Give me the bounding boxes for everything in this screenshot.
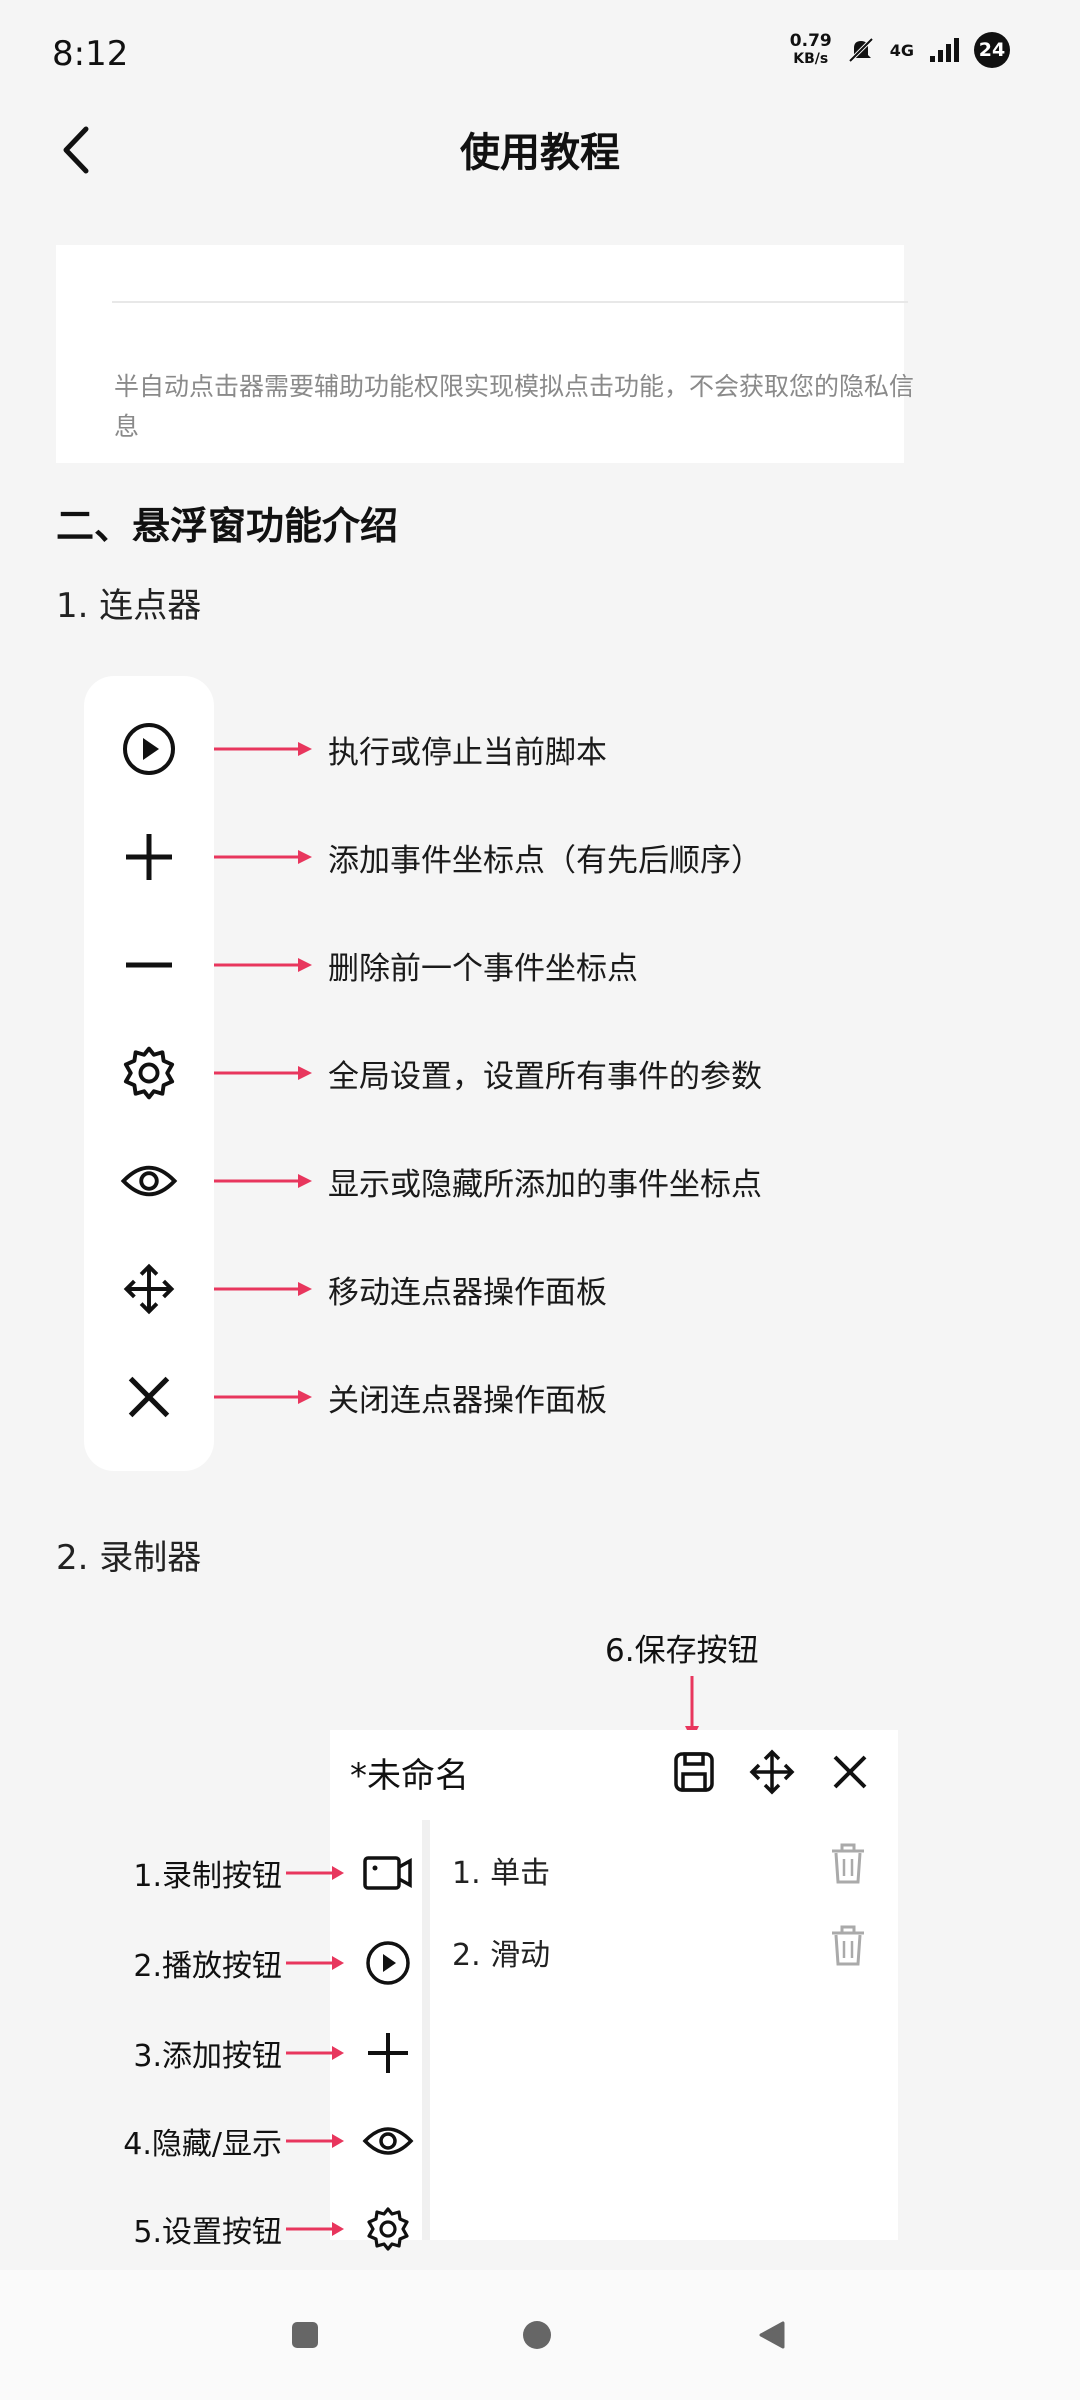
clicker-row: 移动连点器操作面板 bbox=[84, 1244, 984, 1334]
close-button[interactable] bbox=[84, 1352, 214, 1442]
move-button[interactable] bbox=[84, 1244, 214, 1334]
video-camera-icon bbox=[363, 1856, 412, 1890]
clicker-row: 执行或停止当前脚本 bbox=[84, 704, 984, 794]
play-button-row: 2.播放按钮 bbox=[0, 1928, 440, 1998]
signal-icon bbox=[930, 38, 959, 62]
clicker-row-label: 全局设置，设置所有事件的参数 bbox=[328, 1058, 762, 1095]
save-button[interactable] bbox=[664, 1742, 724, 1802]
triangle-left-icon bbox=[759, 2321, 785, 2349]
back-button[interactable] bbox=[40, 110, 110, 190]
play-button-label: 2.播放按钮 bbox=[133, 1949, 282, 1984]
move-icon bbox=[123, 1263, 175, 1315]
add-button-label: 3.添加按钮 bbox=[133, 2039, 282, 2074]
gear-icon bbox=[367, 2207, 409, 2251]
record-button[interactable] bbox=[358, 1843, 418, 1903]
back-nav-button[interactable] bbox=[752, 2315, 792, 2355]
clicker-row: 添加事件坐标点（有先后顺序） bbox=[84, 812, 984, 902]
plus-icon bbox=[368, 2033, 408, 2073]
arrow-right-icon bbox=[286, 2222, 344, 2236]
close-button[interactable] bbox=[820, 1742, 880, 1802]
trash-icon[interactable] bbox=[828, 1924, 868, 1968]
network-type: 4G bbox=[889, 40, 914, 60]
page-title: 使用教程 bbox=[460, 130, 620, 176]
clicker-row-label: 添加事件坐标点（有先后顺序） bbox=[328, 842, 762, 879]
delete-point-button[interactable] bbox=[84, 920, 214, 1010]
play-circle-icon bbox=[366, 1941, 410, 1985]
save-icon bbox=[674, 1752, 714, 1792]
arrow-right-icon bbox=[286, 1866, 344, 1880]
clicker-row-label: 移动连点器操作面板 bbox=[328, 1274, 607, 1311]
clicker-row: 显示或隐藏所添加的事件坐标点 bbox=[84, 1136, 984, 1226]
plus-icon bbox=[126, 834, 172, 880]
play-circle-icon bbox=[123, 723, 175, 775]
network-speed: 0.79 KB/s bbox=[789, 31, 832, 67]
move-icon bbox=[749, 1749, 795, 1795]
arrow-right-icon bbox=[286, 2046, 344, 2060]
add-button[interactable] bbox=[358, 2023, 418, 2083]
recent-apps-button[interactable] bbox=[285, 2315, 325, 2355]
settings-button-row: 5.设置按钮 bbox=[0, 2194, 440, 2264]
play-button[interactable] bbox=[84, 704, 214, 794]
list-item[interactable]: 1. 单击 bbox=[452, 1856, 551, 1891]
clicker-row: 删除前一个事件坐标点 bbox=[84, 920, 984, 1010]
eye-icon bbox=[362, 2127, 414, 2155]
arrow-right-icon bbox=[214, 850, 312, 864]
eye-icon bbox=[120, 1165, 178, 1197]
settings-button[interactable] bbox=[358, 2199, 418, 2259]
silent-bell-icon bbox=[848, 37, 874, 63]
recorder-title: 2. 录制器 bbox=[56, 1538, 202, 1578]
visibility-button[interactable] bbox=[358, 2111, 418, 2171]
clicker-row-label: 显示或隐藏所添加的事件坐标点 bbox=[328, 1166, 762, 1203]
arrow-right-icon bbox=[214, 742, 312, 756]
circle-icon bbox=[523, 2321, 551, 2349]
move-button[interactable] bbox=[742, 1742, 802, 1802]
record-button-label: 1.录制按钮 bbox=[133, 1859, 282, 1894]
record-button-row: 1.录制按钮 bbox=[0, 1838, 440, 1908]
arrow-right-icon bbox=[214, 1282, 312, 1296]
arrow-right-icon bbox=[286, 2134, 344, 2148]
arrow-right-icon bbox=[214, 1066, 312, 1080]
arrow-right-icon bbox=[214, 958, 312, 972]
clicker-panel bbox=[84, 676, 214, 1471]
trash-icon[interactable] bbox=[828, 1842, 868, 1886]
minus-icon bbox=[126, 962, 172, 968]
arrow-right-icon bbox=[214, 1174, 312, 1188]
status-time: 8:12 bbox=[52, 34, 129, 74]
close-icon bbox=[833, 1755, 867, 1789]
add-point-button[interactable] bbox=[84, 812, 214, 902]
settings-button-label: 5.设置按钮 bbox=[133, 2215, 282, 2250]
add-button-row: 3.添加按钮 bbox=[0, 2018, 440, 2088]
divider bbox=[112, 301, 908, 303]
recorder-side-toolbar bbox=[330, 1820, 430, 2240]
clicker-row-label: 关闭连点器操作面板 bbox=[328, 1382, 607, 1419]
info-card: 半自动点击器需要辅助功能权限实现模拟点击功能，不会获取您的隐私信息 bbox=[56, 245, 914, 463]
notification-badge: 24 bbox=[974, 32, 1010, 68]
visibility-button[interactable] bbox=[84, 1136, 214, 1226]
settings-button[interactable] bbox=[84, 1028, 214, 1118]
home-button[interactable] bbox=[517, 2315, 557, 2355]
arrow-right-icon bbox=[286, 1956, 344, 1970]
visibility-button-label: 4.隐藏/显示 bbox=[123, 2127, 282, 2162]
square-icon bbox=[292, 2322, 318, 2348]
clicker-row-label: 执行或停止当前脚本 bbox=[328, 734, 607, 771]
play-button[interactable] bbox=[358, 1933, 418, 1993]
section-title: 二、悬浮窗功能介绍 bbox=[56, 504, 399, 548]
clicker-row: 关闭连点器操作面板 bbox=[84, 1352, 984, 1442]
recorder-panel-title: *未命名 bbox=[350, 1756, 469, 1796]
recorder-event-list bbox=[438, 1820, 898, 2240]
card-text: 半自动点击器需要辅助功能权限实现模拟点击功能，不会获取您的隐私信息 bbox=[114, 372, 915, 441]
close-icon bbox=[128, 1376, 170, 1418]
clicker-title: 1. 连点器 bbox=[56, 586, 202, 626]
status-bar: 8:12 0.79 KB/s 4G 24 bbox=[0, 0, 1080, 110]
arrow-right-icon bbox=[214, 1390, 312, 1404]
clicker-row-label: 删除前一个事件坐标点 bbox=[328, 950, 638, 987]
gear-icon bbox=[123, 1046, 175, 1100]
status-icons: 0.79 KB/s 4G 24 bbox=[790, 32, 1010, 68]
visibility-button-row: 4.隐藏/显示 bbox=[0, 2106, 440, 2176]
list-item[interactable]: 2. 滑动 bbox=[452, 1938, 551, 1973]
chevron-left-icon bbox=[63, 126, 89, 174]
clicker-row: 全局设置，设置所有事件的参数 bbox=[84, 1028, 984, 1118]
save-button-label: 6.保存按钮 bbox=[605, 1633, 759, 1669]
